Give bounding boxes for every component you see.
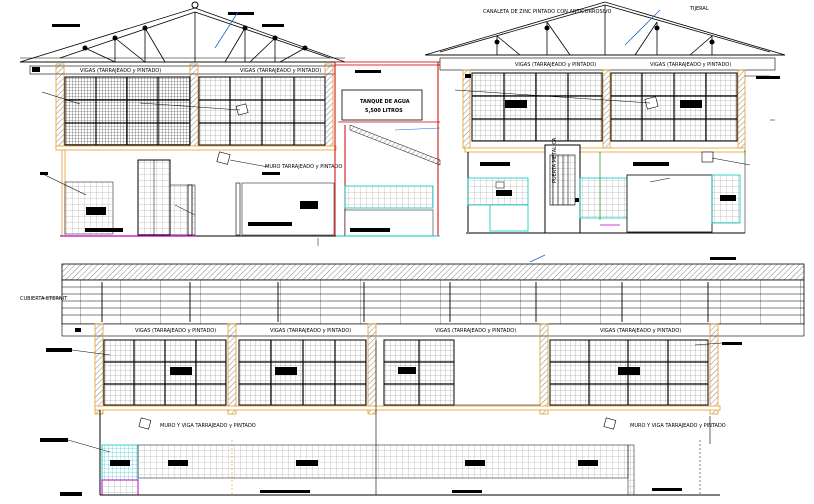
vigas-label-5: VIGAS (TARRAJEADO y PINTADO) xyxy=(135,328,216,334)
upper-window-left xyxy=(64,76,191,146)
long-window-2 xyxy=(238,339,367,406)
upper-window-right xyxy=(198,76,326,146)
truss-node-markers xyxy=(82,1,308,51)
elevation-long: CUBIERTA ETERNIT VIGAS (TARRAJEADO y PIN… xyxy=(20,254,805,496)
roof-truss xyxy=(19,7,346,63)
tijeral-label: TIJERAL xyxy=(689,6,709,12)
vigas-label-7: VIGAS (TARRAJEADO y PINTADO) xyxy=(435,328,516,334)
metal-door xyxy=(544,144,581,234)
muro-label: MURO TARRAJEADO y PINTADO xyxy=(265,164,342,170)
vigas-label-2: VIGAS (TARRAJEADO y PINTADO) xyxy=(240,68,321,74)
callout-tag xyxy=(228,12,254,15)
vigas-label-3: VIGAS (TARRAJEADO y PINTADO) xyxy=(515,62,596,68)
vigas-label-8: VIGAS (TARRAJEADO y PINTADO) xyxy=(600,328,681,334)
vigas-label-4: VIGAS (TARRAJEADO y PINTADO) xyxy=(650,62,731,68)
canaleta-label: CANALETA DE ZINC PINTADO CON ANTICORROSI… xyxy=(483,9,611,15)
elevation-side: CANALETA DE ZINC PINTADO CON ANTICORROSI… xyxy=(424,1,786,234)
muro-viga-label-right: MURO Y VIGA TARRAJEADO y PINTADO xyxy=(630,423,726,429)
tank-capacity: 5,500 LITROS xyxy=(365,108,403,114)
roof-truss-2 xyxy=(424,1,786,56)
side-window-right xyxy=(610,72,738,142)
callout-tag xyxy=(52,24,80,27)
wood-door xyxy=(137,159,171,236)
muro-viga-label-left: MURO Y VIGA TARRAJEADO y PINTADO xyxy=(160,423,256,429)
long-window-3 xyxy=(383,339,455,406)
cubierta-label: CUBIERTA ETERNIT xyxy=(20,296,68,302)
elevation-front: VIGAS (TARRAJEADO y PINTADO) VIGAS (TARR… xyxy=(19,1,446,246)
puerta-label: PUERTA METALICA xyxy=(552,137,558,183)
vigas-label-6: VIGAS (TARRAJEADO y PINTADO) xyxy=(270,328,351,334)
tank-title: TANQUE DE AGUA xyxy=(360,99,410,105)
callout-tag xyxy=(262,24,284,27)
side-window-left xyxy=(471,72,603,142)
vigas-label-1: VIGAS (TARRAJEADO y PINTADO) xyxy=(80,68,161,74)
long-window-1 xyxy=(103,339,227,406)
